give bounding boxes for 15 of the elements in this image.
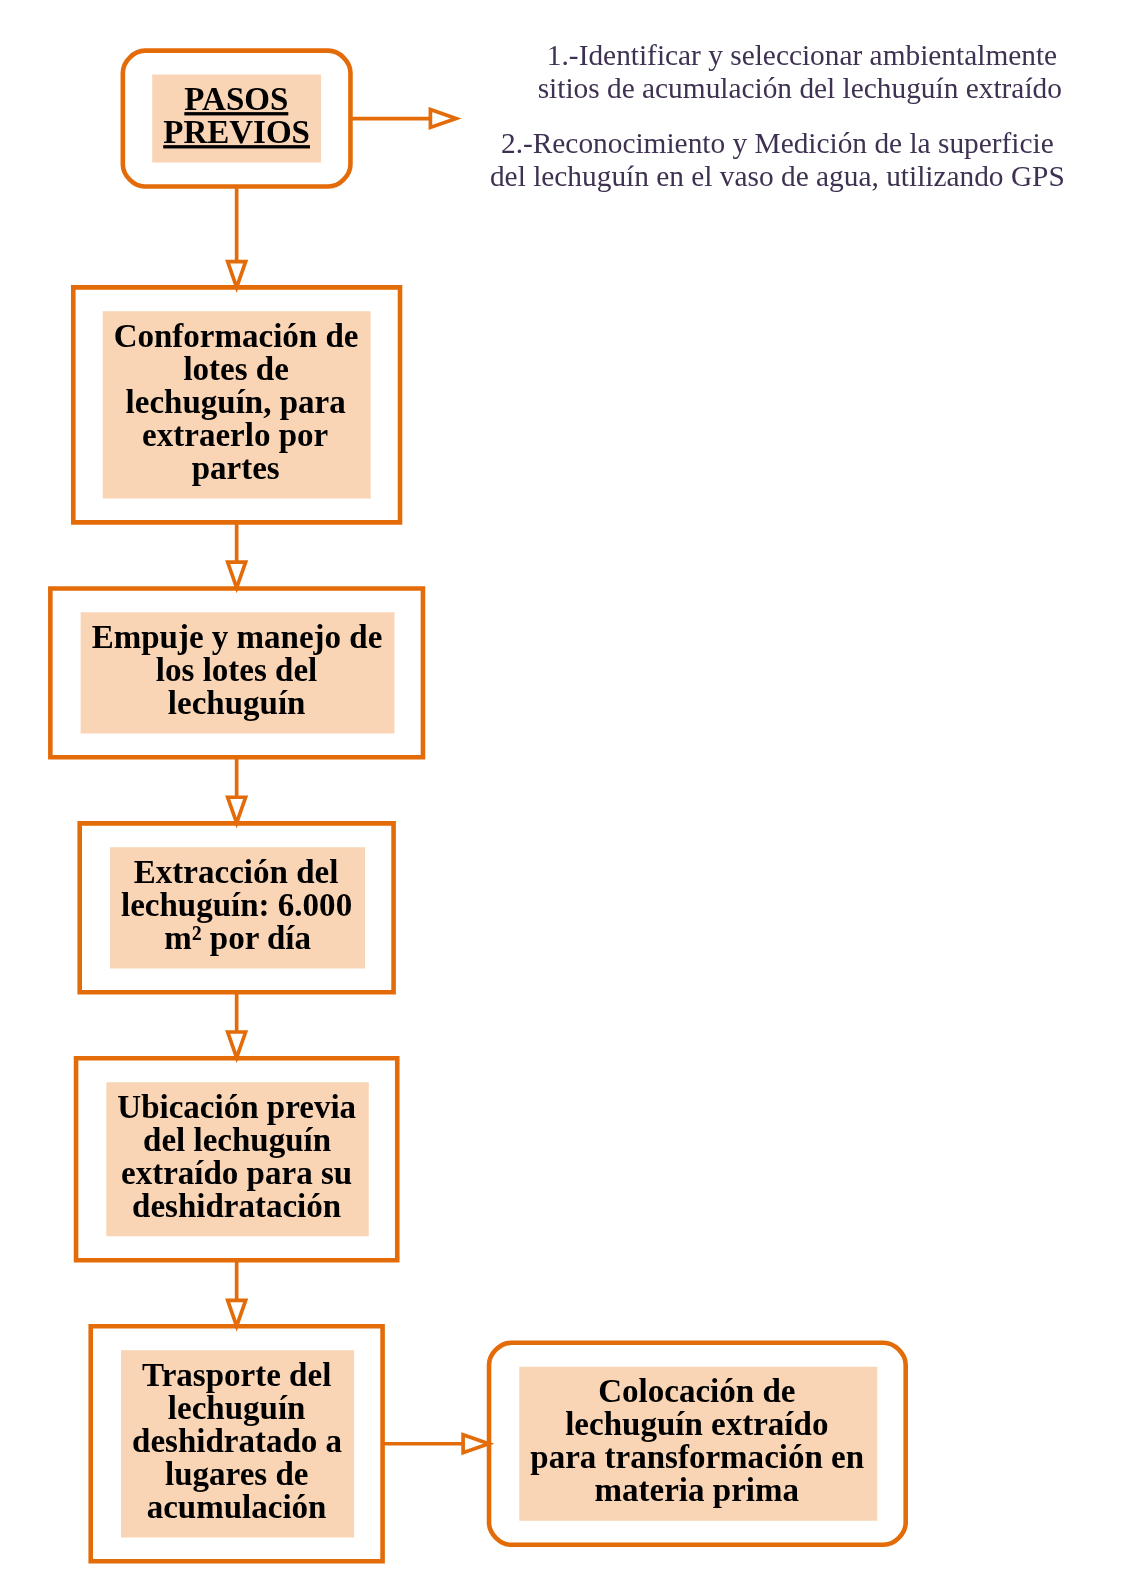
- arrow: [224, 757, 248, 829]
- arrow: [350, 106, 462, 131]
- node-box: Trasporte del lechuguín deshidratado a lugares de acumulación: [87, 1324, 385, 1564]
- node-box: Conformación de lotes de lechuguín, para extraerlo por partes: [70, 285, 402, 525]
- arrow: [224, 522, 248, 594]
- node-box: Ubicación previa del lechuguín extraído para su deshidratación: [73, 1056, 400, 1263]
- node-box: PASOS PREVIOS: [120, 48, 353, 189]
- node-box: Empuje y manejo de los lotes del lechuguín: [47, 586, 425, 760]
- arrow: [224, 186, 248, 293]
- arrow: [224, 992, 248, 1064]
- node-text: 1.-Identificar y seleccionar ambientalmente sitios de acumulación del lechuguín extraído 2.-Reconocimiento y Medición de la superficie del lechuguín en el vaso de agua, utilizando GPS: [489, 38, 1065, 193]
- arrow: [224, 1260, 248, 1332]
- node-box: Extracción del lechuguín: 6.000 m² por día: [76, 821, 396, 995]
- arrow: [382, 1432, 494, 1456]
- node-box: Colocación de lechuguín extraído para transformación en materia prima: [486, 1340, 908, 1548]
